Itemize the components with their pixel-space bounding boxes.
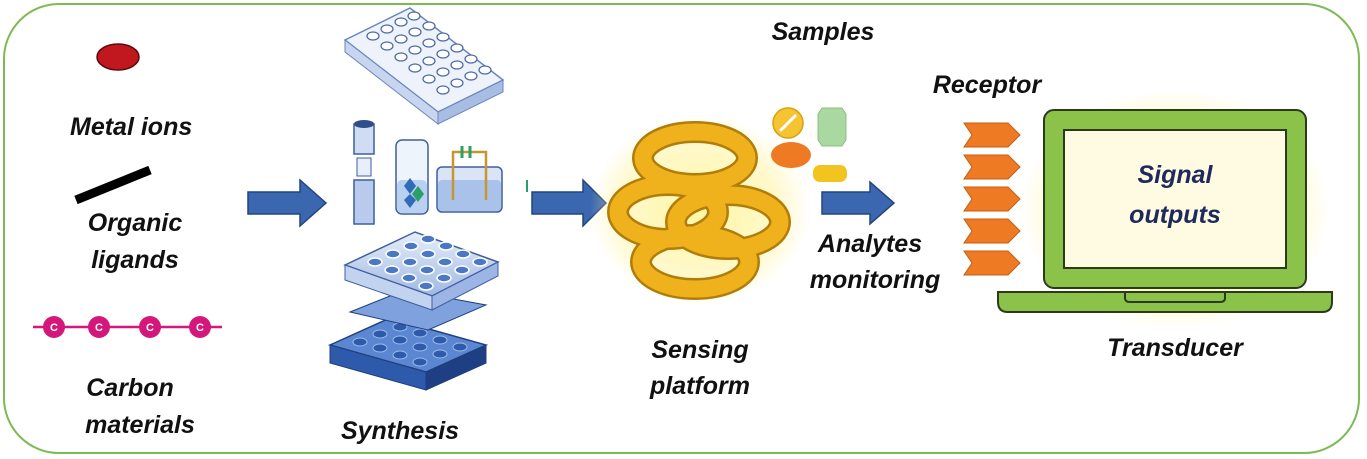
signal-outputs-label-line2: outputs (1129, 201, 1221, 229)
svg-text:C: C (146, 322, 154, 334)
flow-arrow (821, 180, 896, 226)
sensing-platform-label-line1: Sensing (651, 336, 749, 364)
laptop-icon (997, 90, 1333, 330)
metal-ions-label: Metal ions (70, 113, 193, 141)
carbon-atom (189, 316, 211, 338)
carbon-atom (88, 316, 110, 338)
organic-ligand-icon (74, 165, 152, 205)
synthesis-label: Synthesis (340, 417, 460, 445)
svg-text:C: C (50, 322, 58, 334)
signal-outputs-label-line1: Signal (1137, 161, 1213, 189)
stacked-plate-icon (327, 231, 500, 391)
carbon-atom (139, 316, 161, 338)
analyte-icon (771, 107, 847, 182)
well-plate-icon (343, 7, 505, 126)
samples-label: Samples (771, 18, 875, 46)
electrochemical-cell-icon (436, 146, 528, 213)
analytes-monitoring-label-line2: monitoring (809, 266, 941, 294)
carbon-atom (43, 316, 65, 338)
svg-text:C: C (196, 322, 204, 334)
receptor-chevron-icon (963, 122, 1021, 276)
carbon-materials-label-line2: materials (85, 411, 195, 439)
diagram-frame (3, 3, 1360, 454)
organic-ligands-label-line1: Organic (87, 209, 183, 237)
transducer-label: Transducer (1107, 334, 1243, 362)
sensing-ring-icon (590, 115, 810, 305)
flow-arrow (247, 178, 328, 228)
carbon-materials-label-line1: Carbon (86, 374, 174, 402)
sensing-platform-label-line2: platform (650, 372, 750, 400)
receptor-label: Receptor (932, 71, 1042, 99)
carbon-chain-icon: C C C C (33, 316, 222, 338)
analytes-monitoring-label-line1: Analytes (817, 230, 923, 258)
svg-text:C: C (95, 322, 103, 334)
metal-ion-icon (96, 43, 140, 71)
beaker-icon (395, 139, 429, 215)
test-tube-icon (353, 120, 375, 225)
organic-ligands-label-line2: ligands (91, 246, 179, 274)
